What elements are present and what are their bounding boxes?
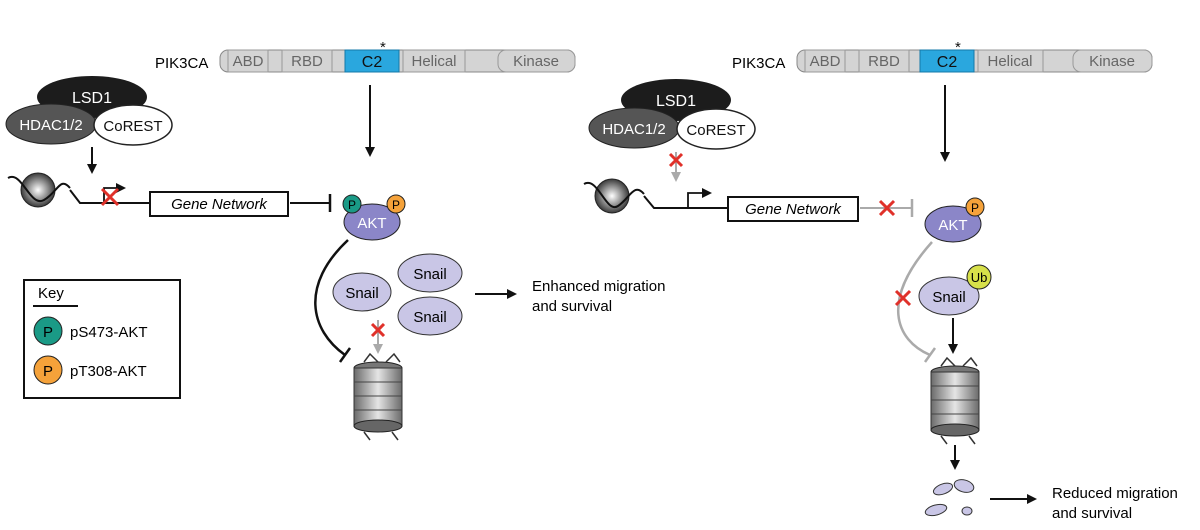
right-ub-label: Ub — [971, 270, 988, 285]
right-complex-block-icon — [668, 152, 684, 168]
left-domain-kinase — [497, 49, 576, 73]
left-domain-kinase-label: Kinase — [513, 53, 559, 70]
right-gene-network-label: Gene Network — [745, 201, 842, 218]
left-outcome-line1: Enhanced migration — [532, 278, 665, 295]
left-gene-network-box — [149, 191, 289, 217]
right-domain-rbd-label: RBD — [868, 53, 900, 70]
left-domain-abd — [227, 49, 269, 73]
right-corest-label: CoREST — [686, 122, 745, 139]
right-hdac-label: HDAC1/2 — [602, 121, 665, 138]
left-proteasome-icon — [353, 352, 403, 441]
right-domain-helical — [977, 49, 1044, 73]
left-akt — [343, 203, 401, 241]
right-domain-c2-label: C2 — [937, 54, 958, 71]
right-domain-abd-label: ABD — [810, 53, 841, 70]
right-akt-label: AKT — [938, 217, 967, 234]
right-akt — [924, 205, 982, 243]
right-snail-label: Snail — [932, 289, 965, 306]
left-dna-wrap — [7, 175, 71, 203]
right-corest — [676, 108, 756, 150]
right-pt308-label: P — [971, 201, 979, 215]
right-domain-kinase-label: Kinase — [1089, 53, 1135, 70]
left-akt-inhibit-curve — [314, 239, 349, 357]
right-nucleosome-icon — [594, 178, 630, 214]
left-gene-network-label: Gene Network — [171, 196, 268, 213]
right-panel: PIK3CA ABD RBD C2 * Helical Kinase LSD1 … — [583, 39, 1178, 522]
left-domain-helical — [402, 49, 466, 73]
right-domain-kinase — [1072, 49, 1153, 73]
right-ub-icon — [966, 264, 992, 290]
left-lsd1-label: LSD1 — [72, 90, 112, 107]
right-domain-abd — [804, 49, 846, 73]
left-snail-1-label: Snail — [345, 285, 378, 302]
left-promoter-block-icon — [100, 187, 120, 207]
right-outcome-line2: and survival — [1052, 505, 1132, 522]
right-proteasome-icon — [930, 356, 980, 445]
key-pt308-symbol: P — [43, 363, 53, 380]
right-snail — [918, 276, 980, 316]
left-snail-1 — [332, 272, 392, 312]
left-domain-abd-label: ABD — [233, 53, 264, 70]
right-dna-wrap — [583, 181, 645, 209]
right-akt-inhibit-bar — [923, 347, 937, 363]
left-promoter-arrow — [103, 183, 126, 203]
left-ps473-label: P — [348, 198, 356, 212]
left-snail-3-label: Snail — [413, 309, 446, 326]
left-ps473-icon — [342, 194, 362, 214]
left-pik3ca-label: PIK3CA — [155, 55, 208, 72]
right-pik3ca-label: PIK3CA — [732, 55, 785, 72]
left-outcome-line2: and survival — [532, 298, 612, 315]
left-snail-2-label: Snail — [413, 266, 446, 283]
left-pt308-icon — [386, 194, 406, 214]
left-domain-rbd-label: RBD — [291, 53, 323, 70]
key-ps473-label: pS473-AKT — [70, 324, 148, 341]
left-corest-label: CoREST — [103, 118, 162, 135]
key-ps473-icon — [33, 316, 63, 346]
left-snail-2 — [397, 253, 463, 293]
right-gene-network-box — [727, 196, 859, 222]
left-mutation-marker: * — [380, 39, 386, 56]
right-domain-c2 — [919, 49, 975, 73]
left-domain-c2 — [344, 49, 400, 73]
left-panel: PIK3CA ABD RBD C2 * Helical Kinase LSD1 … — [5, 39, 665, 441]
key-ps473-symbol: P — [43, 324, 53, 341]
left-domain-rbd — [281, 49, 333, 73]
right-akt-inhibit-curve — [896, 241, 933, 357]
left-akt-label: AKT — [357, 215, 386, 232]
left-hdac-label: HDAC1/2 — [19, 117, 82, 134]
left-pt308-label: P — [392, 198, 400, 212]
left-degradation-block-icon — [370, 322, 386, 338]
right-inhibit-block-icon — [878, 199, 896, 217]
left-corest — [93, 104, 173, 146]
right-lsd1-label: LSD1 — [656, 93, 696, 110]
right-domain-helical-label: Helical — [987, 53, 1032, 70]
key-pt308-label: pT308-AKT — [70, 363, 147, 380]
left-akt-inhibit-bar — [338, 347, 352, 363]
left-domain-c2-label: C2 — [362, 54, 383, 71]
right-peptide-fragments-icon — [924, 479, 975, 517]
left-snail-3 — [397, 296, 463, 336]
left-domain-helical-label: Helical — [411, 53, 456, 70]
right-dna-line — [643, 195, 728, 209]
right-outcome-line1: Reduced migration — [1052, 485, 1178, 502]
right-mutation-marker: * — [955, 39, 961, 56]
right-domain-rbd — [858, 49, 910, 73]
key-box: Key P pS473-AKT P pT308-AKT — [23, 279, 181, 399]
key-title: Key — [38, 285, 64, 302]
right-pt308-icon — [965, 197, 985, 217]
right-akt-block-icon — [894, 289, 912, 307]
key-pt308-icon — [33, 355, 63, 385]
right-promoter-arrow — [687, 188, 712, 208]
left-dna-line — [69, 189, 150, 204]
